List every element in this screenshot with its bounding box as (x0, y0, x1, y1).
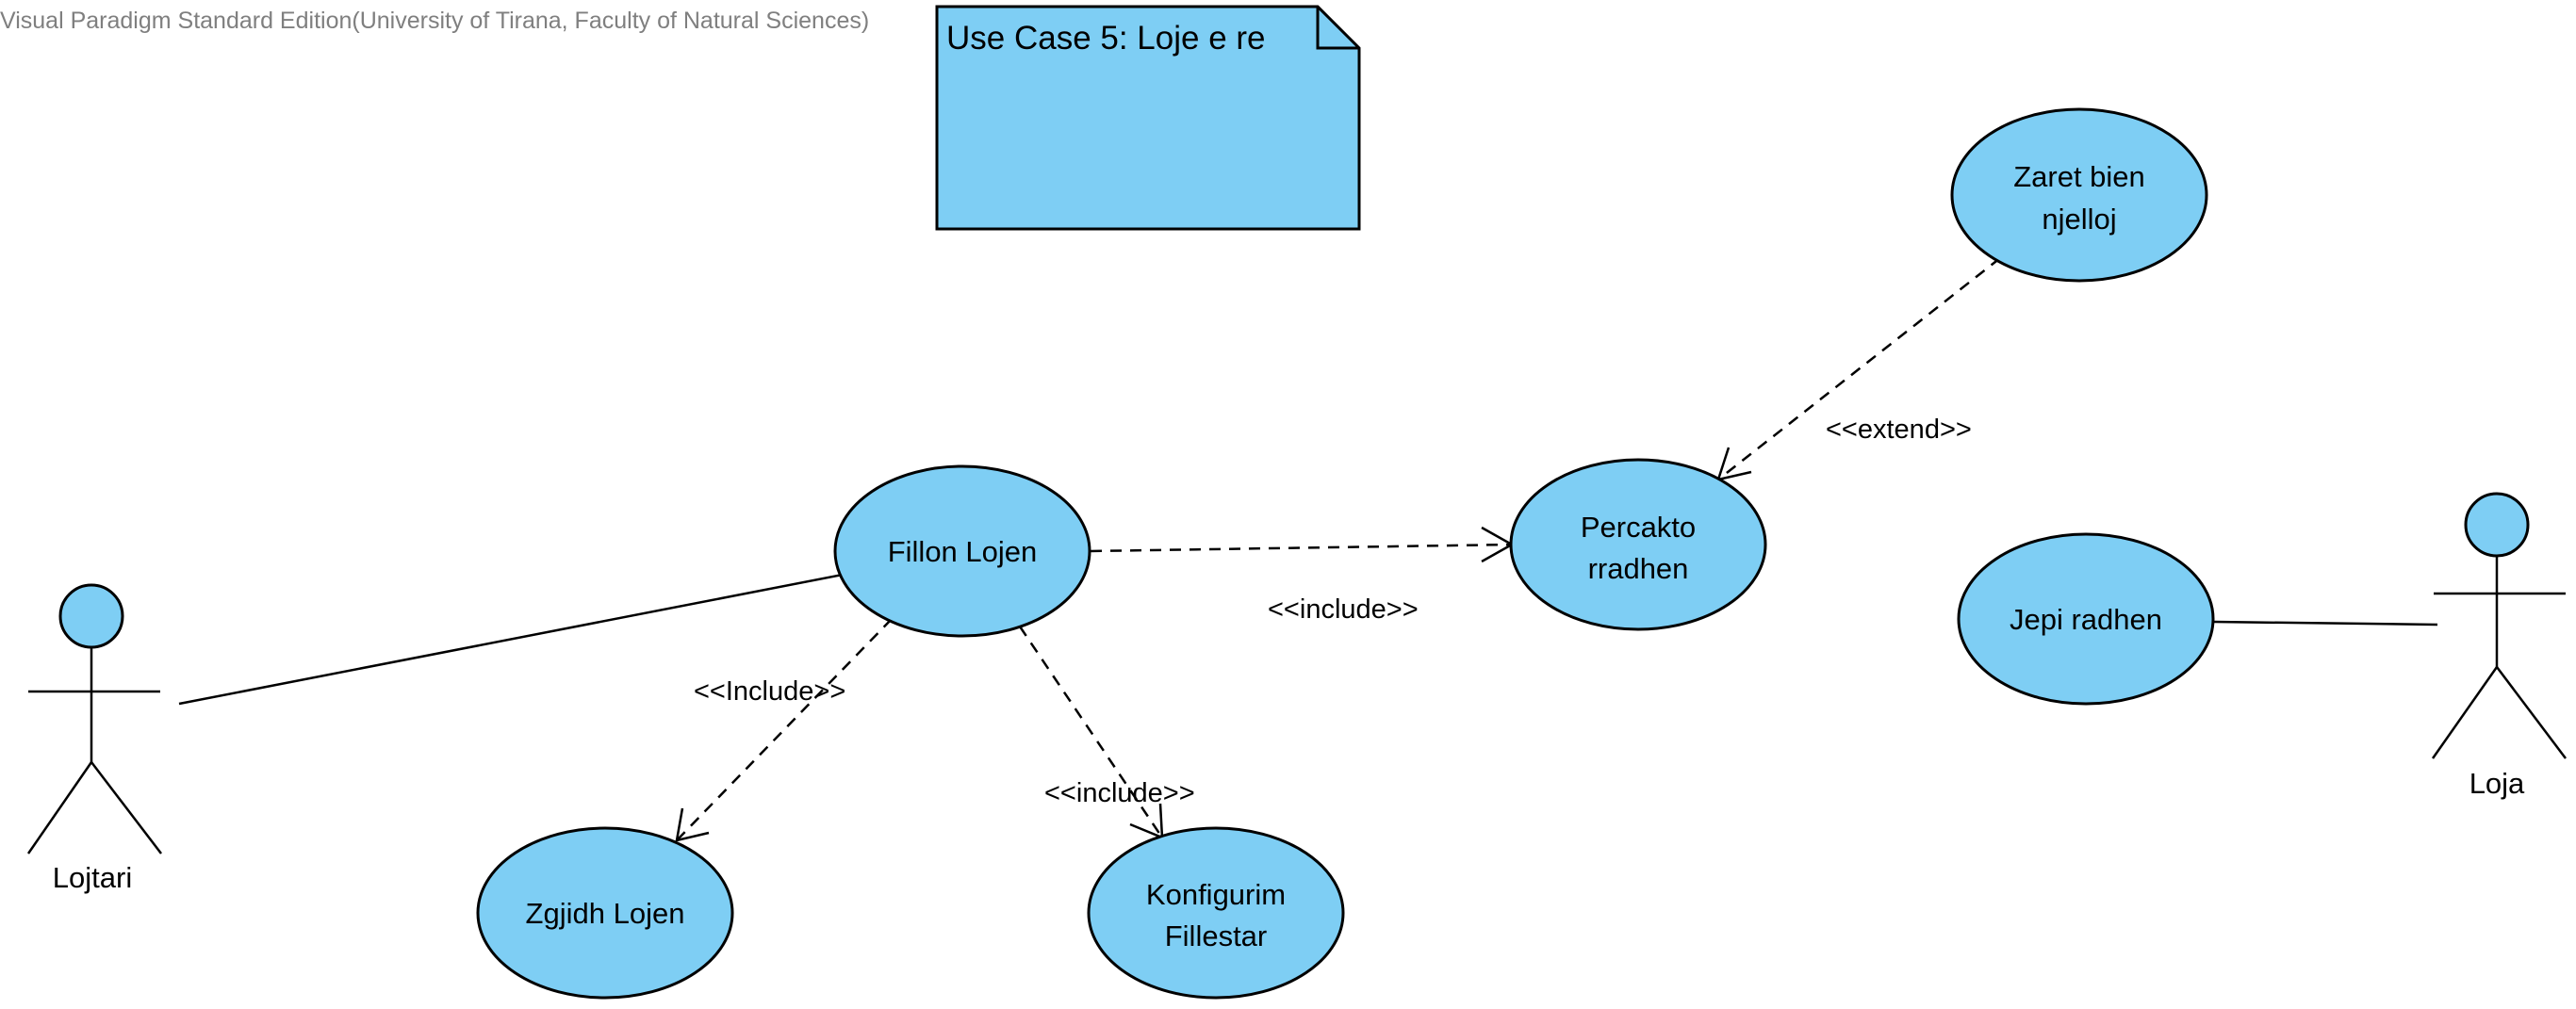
actor-left-leg (2431, 666, 2499, 759)
use-case-zaret-bien[interactable]: Zaret bien njelloj (1950, 107, 2208, 283)
association-lojtari-fillon[interactable] (178, 573, 844, 706)
use-case-konfigurim-fillestar[interactable]: Konfigurim Fillestar (1087, 826, 1345, 1000)
actor-right-leg (2496, 666, 2567, 759)
use-case-label: Jepi radhen (2010, 603, 2162, 636)
association-loja-jepi[interactable] (2213, 620, 2438, 627)
include-fillon-percakto-line[interactable] (1090, 543, 1513, 553)
use-case-note[interactable]: Use Case 5: Loje e re (935, 5, 1361, 231)
actor-label: Loja (2469, 767, 2525, 800)
use-case-label-line-2: njelloj (2042, 203, 2116, 236)
use-case-ellipse (1950, 107, 2208, 283)
extend-label-zaret: <<extend>> (1826, 415, 1972, 445)
extend-zaret-percakto-line[interactable] (1717, 257, 2001, 480)
use-case-zgjidh-lojen[interactable]: Zgjidh Lojen (476, 826, 734, 1000)
use-case-label-line-2: rradhen (1588, 552, 1689, 585)
actor-lojtari[interactable]: Lojtari (26, 583, 162, 894)
note-fold (1316, 7, 1359, 50)
use-case-ellipse (1957, 532, 2215, 706)
use-case-ellipse (1087, 826, 1345, 1000)
extend-zaret-percakto-arrowhead (1716, 447, 1752, 481)
use-case-label-line-2: Fillestar (1165, 919, 1268, 952)
note-shape (935, 5, 1361, 231)
include-fillon-konfigurim-line[interactable] (1018, 626, 1164, 838)
use-case-ellipse (1509, 458, 1767, 631)
use-case-label-line-1: Konfigurim (1146, 878, 1286, 911)
actor-left-leg (26, 761, 93, 854)
include-label-percakto: <<include>> (1268, 594, 1419, 625)
use-case-label-line-1: Percakto (1581, 511, 1696, 544)
use-case-percakto-rradhen[interactable]: Percakto rradhen (1509, 458, 1767, 631)
note-title: Use Case 5: Loje e re (946, 20, 1266, 57)
include-fillon-zgjidh-line[interactable] (676, 618, 893, 841)
use-case-ellipse (833, 464, 1091, 638)
use-case-jepi-radhen[interactable]: Jepi radhen (1957, 532, 2215, 706)
use-case-label: Fillon Lojen (888, 535, 1038, 568)
include-label-konfigurim: <<include>> (1044, 778, 1195, 808)
include-fillon-zgjidh-arrowhead (675, 807, 710, 842)
use-case-fillon-lojen[interactable]: Fillon Lojen (833, 464, 1091, 638)
actor-head (58, 583, 124, 649)
actor-head (2464, 492, 2530, 558)
actor-right-leg (90, 761, 162, 854)
actor-label: Lojtari (53, 861, 132, 894)
use-case-label-line-1: Zaret bien (2013, 160, 2145, 193)
watermark: Visual Paradigm Standard Edition(Univers… (0, 8, 869, 34)
actor-loja[interactable]: Loja (2431, 492, 2567, 800)
use-case-label: Zgjidh Lojen (526, 897, 685, 930)
include-label-zgjidh: <<Include>> (694, 676, 845, 707)
use-case-ellipse (476, 826, 734, 1000)
